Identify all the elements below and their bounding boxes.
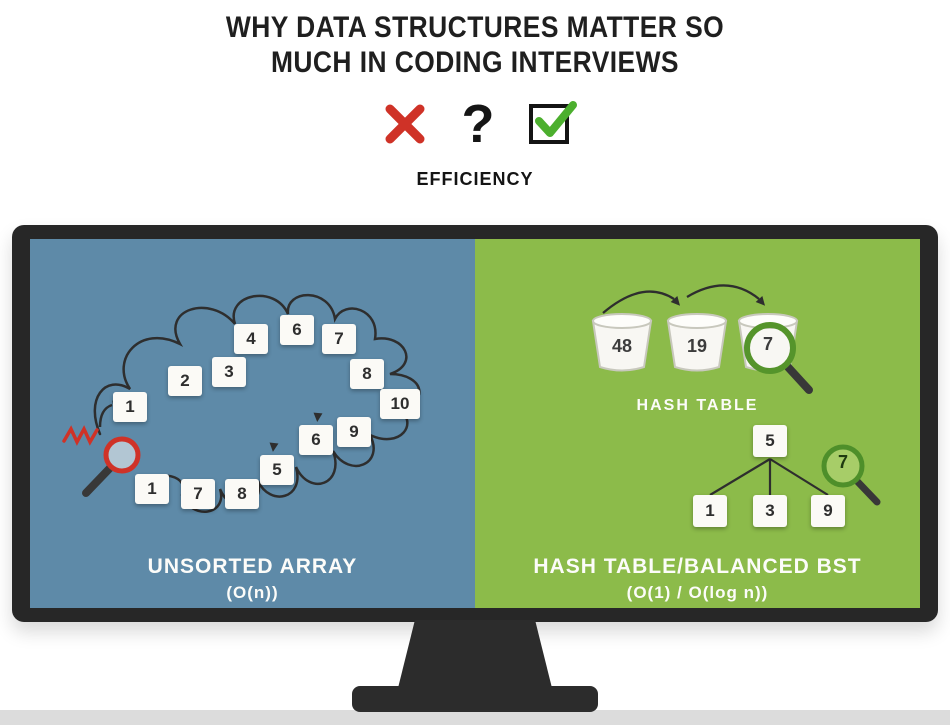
array-box: 6 [299, 425, 333, 455]
arrowhead-icon [755, 295, 766, 306]
bst-child-node: 9 [811, 495, 845, 527]
page-title: WHY DATA STRUCTURES MATTER SO MUCH IN CO… [0, 10, 950, 80]
checkbox-icon [528, 101, 577, 144]
bucket-value: 19 [686, 336, 708, 356]
right-caption-complexity: (O(1) / O(log n)) [626, 583, 769, 602]
red-magnifier-icon [103, 436, 141, 474]
array-box: 5 [260, 455, 294, 485]
title-line-1: WHY DATA STRUCTURES MATTER SO [225, 11, 725, 44]
arrowhead-icon [269, 442, 279, 452]
bst-child-node: 1 [693, 495, 727, 527]
arrowhead-icon [670, 295, 681, 306]
monitor-stand-base [352, 686, 598, 712]
arrowhead-icon [313, 412, 323, 422]
bucket-arrow-arc [602, 290, 675, 314]
array-box: 2 [168, 366, 202, 396]
cross-icon [385, 104, 424, 144]
title-line-2: MUCH IN CODING INTERVIEWS [270, 46, 679, 79]
array-box: 10 [380, 389, 420, 419]
bucket-icon [591, 313, 653, 372]
array-box: 8 [350, 359, 384, 389]
found-value: 7 [837, 452, 848, 472]
bst-root-node: 5 [753, 425, 787, 457]
array-box: 1 [113, 392, 147, 422]
bucket-value: 48 [611, 336, 633, 356]
array-box: 3 [212, 357, 246, 387]
green-magnifier-icon [821, 444, 865, 488]
monitor: 4 6 7 2 3 8 1 10 9 6 5 1 7 8 UNSORTED AR… [12, 225, 938, 622]
left-panel-unsorted-array: 4 6 7 2 3 8 1 10 9 6 5 1 7 8 UNSORTED AR… [30, 239, 475, 608]
monitor-stand-neck [398, 620, 552, 688]
bst-edges [709, 458, 829, 496]
array-box: 7 [181, 479, 215, 509]
bucket-value: 7 [762, 334, 773, 354]
left-caption-title: UNSORTED ARRAY [147, 555, 358, 578]
array-box: 6 [280, 315, 314, 345]
magnifier-handle [82, 464, 114, 497]
array-box: 8 [225, 479, 259, 509]
bucket-icon [666, 313, 728, 372]
array-box: 4 [234, 324, 268, 354]
screen: 4 6 7 2 3 8 1 10 9 6 5 1 7 8 UNSORTED AR… [30, 239, 920, 608]
scribble-search-art [62, 293, 421, 513]
arrow-curve [98, 403, 113, 428]
array-box: 1 [135, 474, 169, 504]
right-panel-hash-bst: 48 19 7 HASH TABLE 5 1 3 9 7 HASH TABLE/… [475, 239, 920, 608]
verdict-icons-row: ? [0, 97, 950, 151]
bucket-arrow-arc [686, 284, 760, 300]
array-box: 9 [337, 417, 371, 447]
red-zigzag-mark [62, 425, 99, 446]
magnifier-handle [783, 362, 813, 394]
efficiency-label: EFFICIENCY [416, 169, 534, 189]
right-caption-title: HASH TABLE/BALANCED BST [533, 555, 862, 578]
hash-table-label: HASH TABLE [636, 397, 759, 414]
magnifier-handle [852, 476, 881, 506]
check-icon [534, 101, 577, 137]
green-magnifier-icon [744, 322, 796, 374]
array-box: 7 [322, 324, 356, 354]
question-mark: ? [461, 94, 495, 154]
floor [0, 710, 950, 725]
bst-child-node: 3 [753, 495, 787, 527]
hash-bst-art [591, 284, 881, 506]
left-caption-complexity: (O(n)) [226, 583, 279, 602]
